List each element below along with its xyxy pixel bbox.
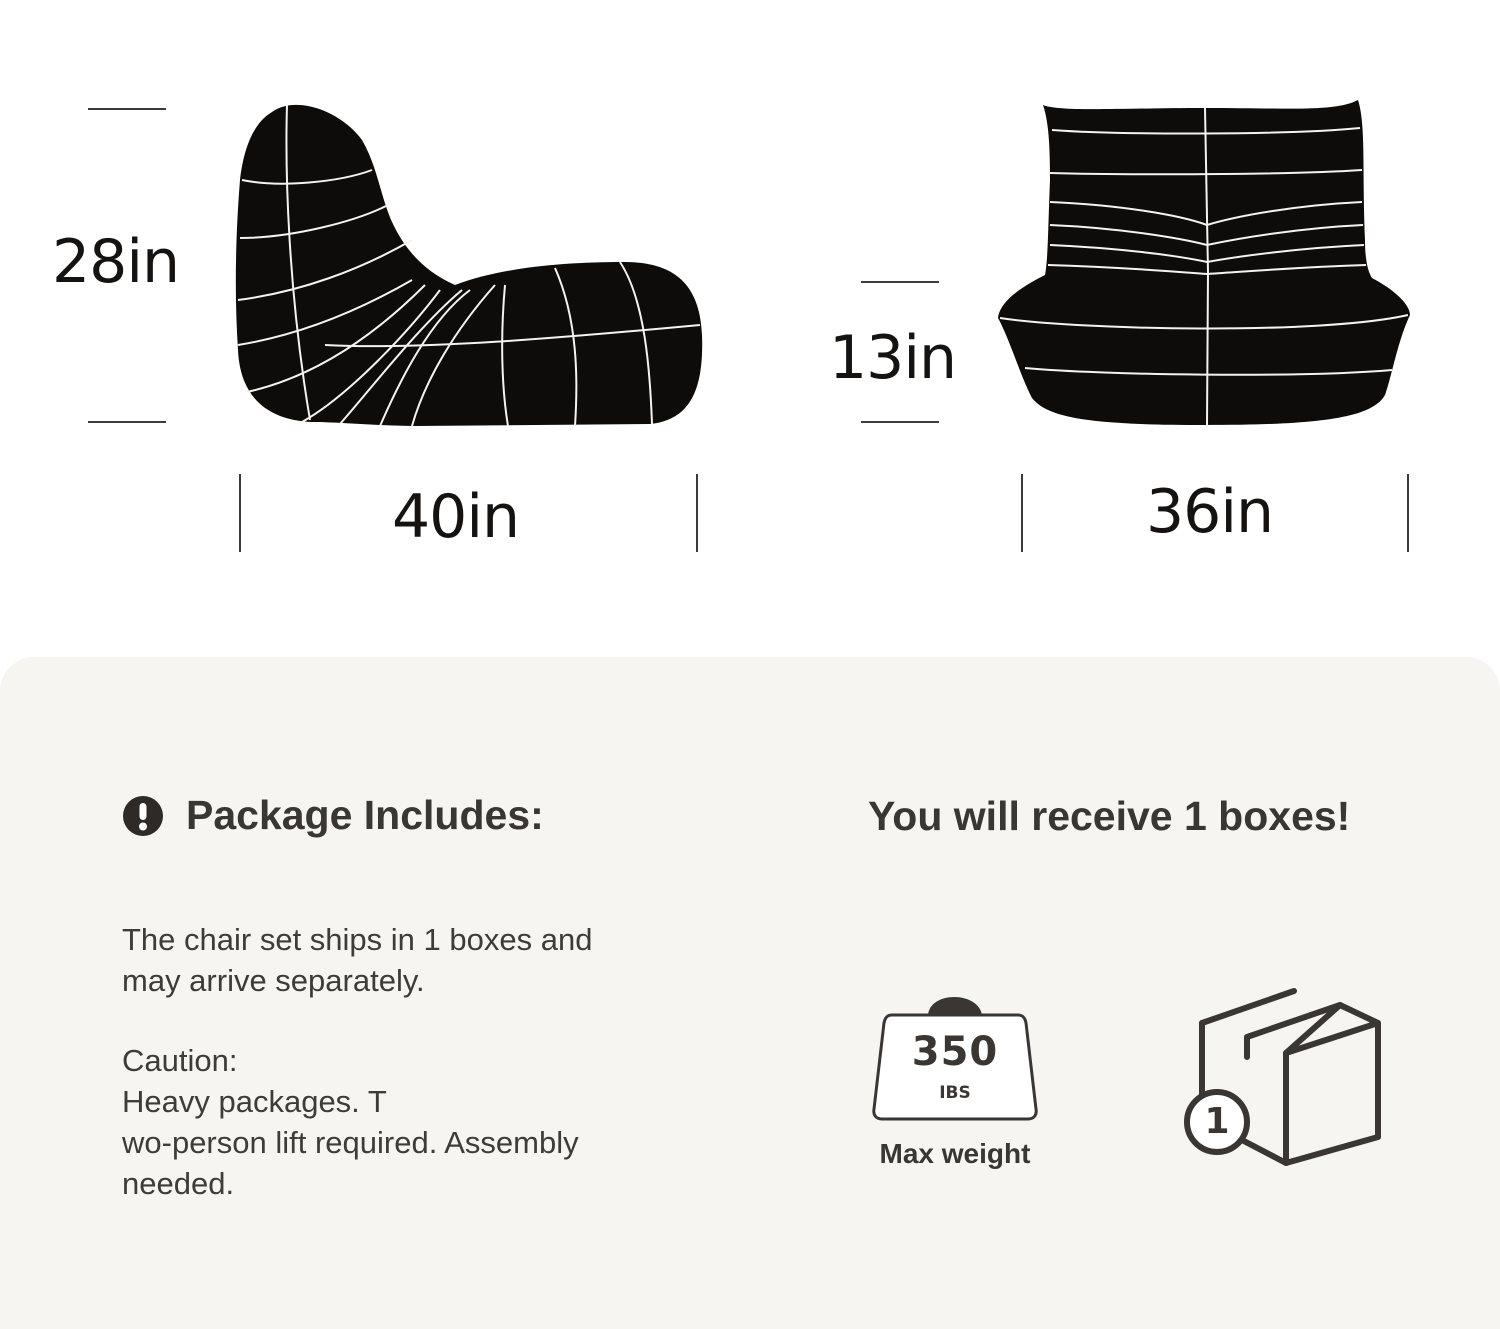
caution-line: Heavy packages. T: [122, 1084, 387, 1119]
description-line: The chair set ships in 1 boxes and: [122, 922, 593, 957]
weight-icon: 350 IBS: [870, 983, 1040, 1123]
caution-line: Caution:: [122, 1043, 238, 1078]
weight-value: 350: [911, 1029, 999, 1075]
package-heading-row: Package Includes:: [122, 792, 544, 839]
depth-right-marker: [696, 474, 698, 552]
width-left-marker: [1021, 474, 1023, 552]
depth-left-marker: [239, 474, 241, 552]
height-bottom-marker: [88, 421, 166, 423]
seat-height-label: 13in: [829, 323, 957, 393]
caution-line: wo-person lift required. Assembly: [122, 1125, 579, 1160]
width-label: 36in: [1146, 477, 1274, 547]
package-heading: Package Includes:: [186, 792, 544, 838]
width-right-marker: [1407, 474, 1409, 552]
box-count: 1: [1204, 1101, 1230, 1142]
depth-label: 40in: [392, 482, 520, 552]
package-info-panel: [0, 657, 1500, 1329]
height-label: 28in: [52, 227, 180, 297]
seat-height-top-marker: [861, 281, 939, 283]
chair-front-view-image: [998, 100, 1410, 426]
weight-unit: IBS: [939, 1083, 971, 1103]
chair-side-view-image: [235, 104, 703, 427]
weight-label-wrap: Max weight: [0, 1138, 1500, 1170]
caution-text: Caution: Heavy packages. T wo-person lif…: [122, 1040, 579, 1204]
box-icon: 1: [1182, 985, 1387, 1170]
description-line: may arrive separately.: [122, 963, 425, 998]
boxes-heading: You will receive 1 boxes!: [868, 793, 1351, 839]
exclamation-icon: [123, 795, 163, 836]
height-top-marker: [88, 108, 166, 110]
package-description: The chair set ships in 1 boxes and may a…: [122, 919, 592, 1001]
caution-line: needed.: [122, 1166, 235, 1201]
seat-height-bottom-marker: [861, 421, 939, 423]
max-weight-label: Max weight: [879, 1138, 1031, 1169]
